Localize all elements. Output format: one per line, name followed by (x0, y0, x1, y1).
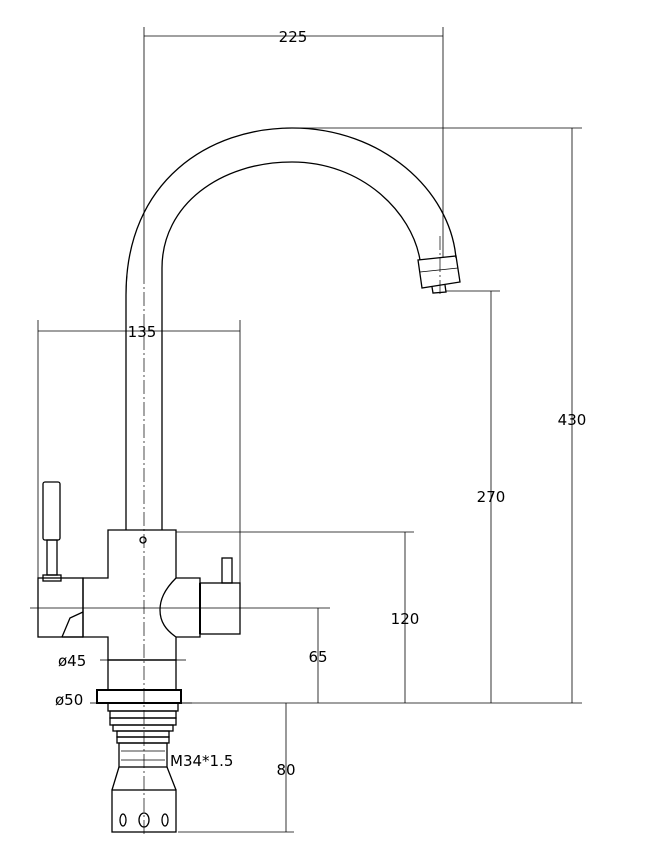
spout (125, 127, 461, 530)
dim-body-width: 135 (128, 323, 157, 341)
dim-thread: M34*1.5 (170, 752, 233, 770)
dim-total-height: 430 (558, 411, 587, 429)
dim-spout-reach: 225 (279, 28, 308, 46)
dim-shank-length: 80 (276, 761, 295, 779)
dim-spout-height: 270 (477, 488, 506, 506)
dim-body-diameter: ø45 (58, 652, 86, 670)
threaded-shank (107, 702, 179, 833)
dim-base-diameter: ø50 (55, 691, 83, 709)
dim-body-height: 120 (391, 610, 420, 628)
dim-handle-axis-height: 65 (308, 648, 327, 666)
left-handle (37, 481, 84, 638)
faucet-body (82, 529, 241, 704)
dimension-lines (37, 27, 582, 833)
